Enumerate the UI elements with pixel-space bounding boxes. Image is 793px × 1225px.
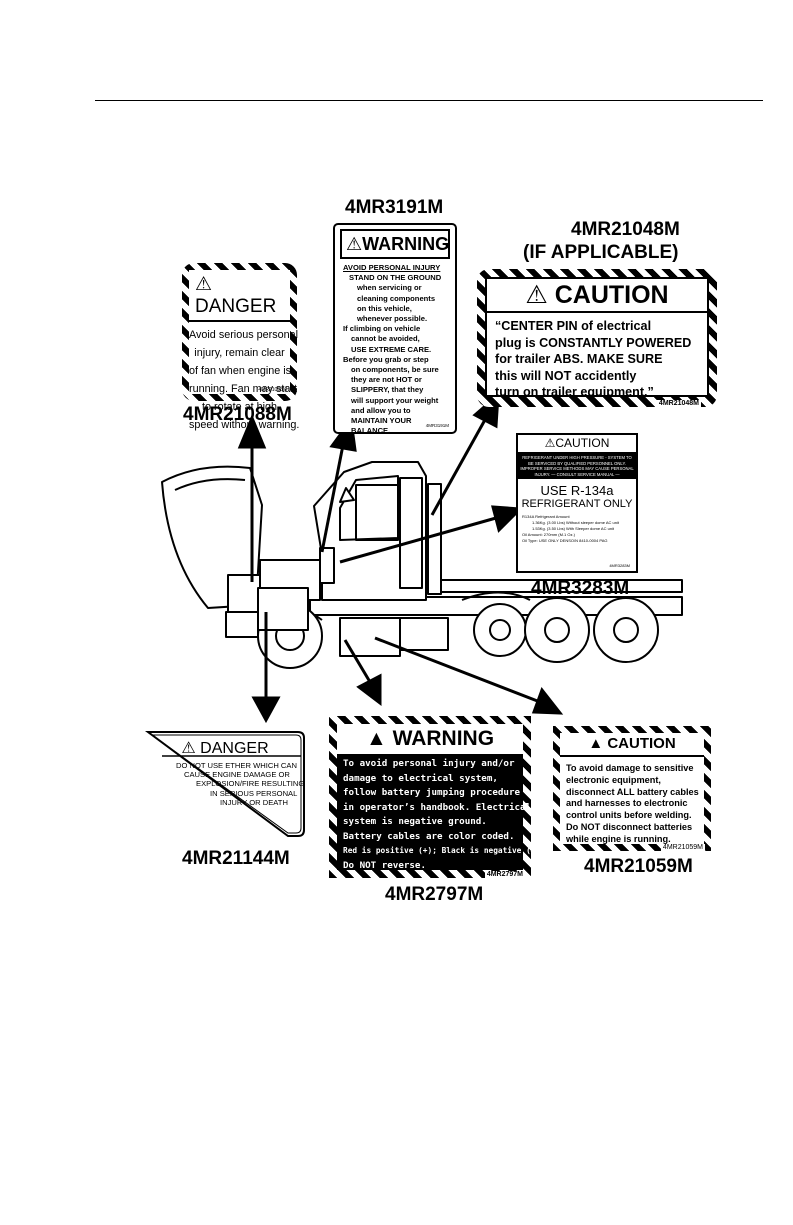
warning-step-line: SLIPPERY, that they [351, 385, 424, 395]
warning-step-heading: AVOID PERSONAL INJURY [343, 263, 441, 272]
warning-battery-line: in operator’s handbook. Electrical [343, 801, 532, 813]
warning-step-line: STAND ON THE GROUND [349, 273, 442, 283]
refrigerant-use: USE R-134a [540, 483, 614, 499]
label-small-code: 4MR21048M [656, 400, 701, 407]
header-rule [95, 100, 763, 101]
code-4mr21059m: 4MR21059M [584, 856, 693, 877]
caution-pin-line: this will NOT accidently [495, 368, 637, 383]
danger-fan-line-2: injury, remain clear [194, 347, 285, 359]
warning-battery-line: damage to electrical system, [343, 772, 498, 784]
warning-battery-line: Red is positive (+); Black is negative (… [343, 846, 545, 855]
warning-step-line: whenever possible. [357, 314, 428, 324]
danger-ether-line: INJURY OR DEATH [220, 797, 288, 807]
warning-step-line: BALANCE. [351, 426, 391, 436]
code-4mr2797m: 4MR2797M [385, 884, 484, 905]
warning-triangle-icon: ⚠ [195, 274, 213, 295]
code-4mr21048m: 4MR21048M [571, 219, 680, 240]
warning-battery-line: Do NOT reverse. [343, 859, 426, 871]
warning-battery-line: follow battery jumping procedure [343, 787, 521, 798]
warning-step-line: If climbing on vehicle [343, 324, 421, 334]
caution-welding-line: electronic equipment, [566, 774, 661, 785]
warning-triangle-icon: ⚠ [525, 281, 555, 309]
warning-battery-label: ▲ WARNING To avoid personal injury and/o… [329, 716, 545, 878]
caution-pin-line: “CENTER PIN of electrical [495, 319, 652, 333]
warning-step-line: they are not HOT or [351, 375, 422, 385]
caution-welding-label: ▲ CAUTION To avoid damage to sensitive e… [553, 726, 711, 851]
refrigerant-spec-line: Oil Type: USE ONLY DENSO/N 8410-0004 PAG [522, 538, 608, 544]
code-4mr21144m: 4MR21144M [182, 848, 290, 869]
warning-triangle-icon: ▲ [365, 727, 393, 750]
warning-step-line: Before you grab or step [343, 354, 429, 364]
danger-fan-line-1: Avoid serious personal [189, 329, 299, 341]
label-small-code: 4MR2797M [484, 871, 525, 878]
label-small-code: 4MR21088M [258, 387, 287, 393]
if-applicable-note: (IF APPLICABLE) [523, 242, 679, 263]
caution-pin-line: plug is CONSTANTLY POWERED [495, 335, 692, 350]
label-small-code: 4MR21059M [660, 844, 705, 851]
warning-step-line: USE EXTREME CARE. [351, 344, 432, 354]
caution-pin-line: for trailer ABS. MAKE SURE [495, 352, 663, 366]
warning-battery-line: system is negative ground. [343, 816, 487, 827]
refrigerant-spec-line: 1.53Kg. (3.50 Lbs) With Sleeper dome AC … [532, 526, 615, 532]
refrigerant-warning-text: REFRIGERANT UNDER HIGH PRESSURE - SYSTEM… [518, 453, 636, 480]
warning-triangle-icon: ⚠ [544, 436, 556, 450]
danger-fan-label: ⚠ DANGER Avoid serious personal injury, … [182, 263, 299, 431]
danger-fan-line-5: to rotate at high [201, 401, 278, 413]
danger-header: ⚠ DANGER [189, 270, 290, 322]
warning-battery-line: To avoid personal injury and/or [343, 758, 515, 769]
danger-ether-line: DO NOT USE ETHER WHICH CAN [176, 761, 297, 770]
warning-step-line: cleaning components [357, 293, 436, 303]
warning-triangle-icon: ⚠ [346, 234, 363, 254]
danger-ether-line: IN SERIOUS PERSONAL [210, 788, 298, 798]
caution-welding-line: Do NOT disconnect batteries [566, 821, 693, 832]
danger-ether-line: CAUSE ENGINE DAMAGE OR [184, 770, 290, 780]
caution-welding-line: and harnesses to electronic [566, 798, 688, 809]
caution-welding-line: while engine is running. [566, 833, 671, 844]
caution-welding-line: disconnect ALL battery cables [566, 786, 699, 797]
code-4mr3191m: 4MR3191M [345, 197, 444, 218]
warning-step-label: ⚠WARNING AVOID PERSONAL INJURY STAND ON … [333, 223, 457, 436]
warning-step-line: and allow you to [351, 405, 411, 415]
danger-fan-line-4: running. Fan may start [189, 383, 298, 395]
code-4mr21088m: 4MR21088M [183, 404, 292, 425]
refrigerant-only: REFRIGERANT ONLY [521, 498, 633, 511]
danger-ether-line: EXPLOSION/FIRE RESULTING [196, 779, 305, 789]
caution-pin-line: turn on trailer equipment.” [495, 385, 654, 399]
warning-step-line: when servicing or [357, 283, 422, 293]
label-small-code: 4MR3191M [425, 423, 449, 428]
caution-welding-line: control units before welding. [566, 810, 692, 821]
warning-battery-line: Battery cables are color coded. [343, 830, 515, 842]
caution-welding-line: To avoid damage to sensitive [566, 763, 694, 773]
warning-step-line: on this vehicle, [357, 303, 412, 313]
refrigerant-spec-line: R134A Refrigerant Amount [522, 514, 570, 520]
danger-fan-line-3: of fan when engine is [189, 365, 292, 377]
caution-refrigerant-label: ⚠CAUTION REFRIGERANT UNDER HIGH PRESSURE… [516, 433, 638, 573]
danger-ether-shape [144, 731, 305, 837]
code-4mr3283m: 4MR3283M [531, 578, 630, 599]
warning-step-line: cannot be avoided, [351, 334, 420, 344]
warning-step-line: MAINTAIN YOUR [351, 416, 412, 426]
danger-fan-line-6: speed without warning. [189, 419, 300, 431]
refrigerant-spec-line: Oil Amount: 270mm (M.1 Oz.) [522, 532, 575, 538]
danger-ether-body: DO NOT USE ETHER WHICH CAN CAUSE ENGINE … [176, 761, 304, 807]
warning-step-line: on components, be sure [351, 365, 439, 375]
danger-ether-header: ⚠ DANGER [181, 740, 269, 757]
warning-triangle-icon: ▲ [588, 735, 608, 752]
refrigerant-spec-line: 1.36Kg. (3.00 Lbs) Without sleeper dome … [532, 520, 619, 526]
label-small-code: 4MR3283M [609, 563, 630, 568]
caution-pin-label: ⚠ CAUTION “CENTER PIN of electrical plug… [477, 269, 717, 407]
warning-step-line: will support your weight [351, 395, 439, 405]
warning-triangle-icon: ⚠ [181, 740, 201, 757]
